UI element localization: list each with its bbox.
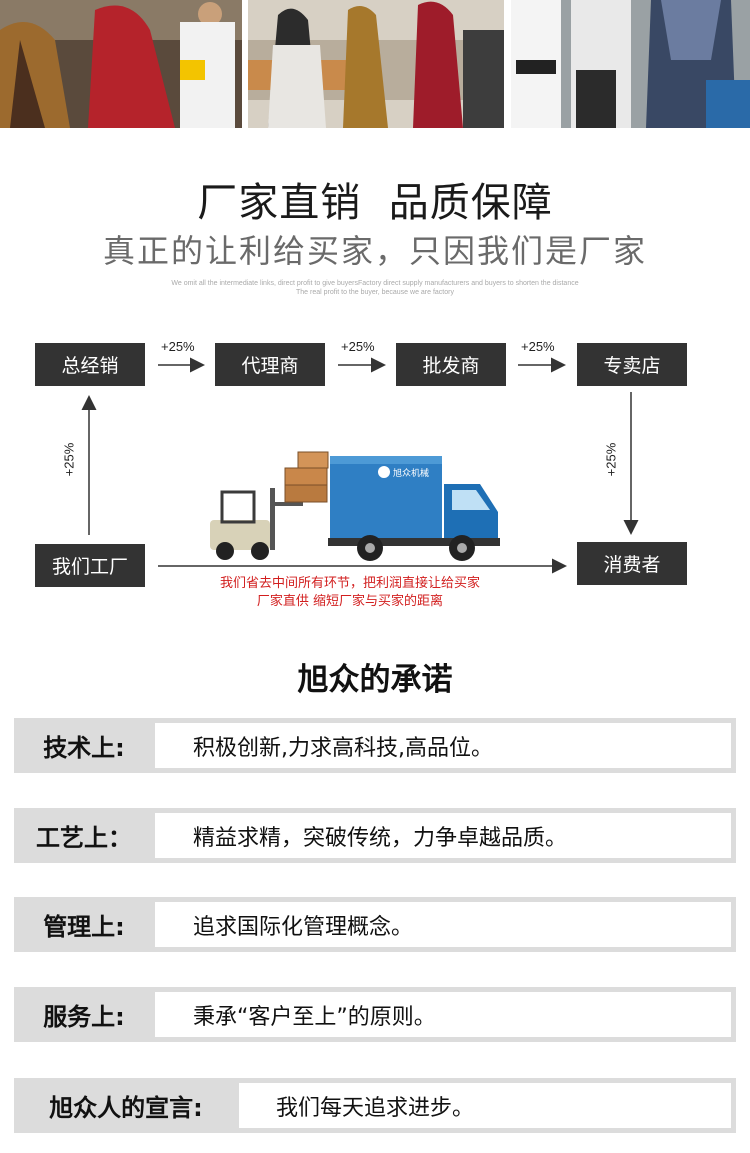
direct-supply-note-2: 厂家直供 缩短厂家与买家的距离 (256, 594, 444, 609)
promise-row-technology: 技术上: 积极创新,力求高科技,高品位。 (14, 718, 736, 773)
page-title: 厂家直销 品质保障 (197, 180, 553, 226)
node-consumer: 消费者 (577, 542, 687, 585)
promise-title: 旭众的承诺 (297, 662, 453, 698)
page-subtitle: 真正的让利给买家，只因我们是厂家 (102, 232, 647, 270)
direct-supply-note: 我们省去中间所有环节，把利润直接让给买家 (219, 576, 480, 591)
markup-label: +25% (521, 339, 555, 354)
promise-row-service: 服务上: 秉承“客户至上”的原则。 (14, 987, 736, 1042)
node-agent: 代理商 (215, 343, 325, 386)
promise-label: 旭众人的宣言: (49, 1094, 203, 1122)
node-general-distributor: 总经销 (35, 343, 145, 386)
markup-label: +25% (603, 442, 619, 477)
markup-label: +25% (61, 442, 77, 477)
promise-row-craft: 工艺上： 精益求精，突破传统，力争卓越品质。 (14, 808, 736, 863)
promise-text: 追求国际化管理概念。 (155, 902, 731, 947)
promise-text: 积极创新,力求高科技,高品位。 (155, 723, 731, 768)
promise-row-management: 管理上: 追求国际化管理概念。 (14, 897, 736, 952)
node-factory: 我们工厂 (35, 544, 145, 587)
promise-text: 我们每天追求进步。 (239, 1083, 731, 1128)
promise-label: 工艺上： (36, 824, 132, 852)
markup-label: +25% (161, 339, 195, 354)
promise-label: 服务上: (43, 1003, 125, 1031)
english-fine-print: We omit all the intermediate links, dire… (171, 280, 579, 287)
markup-label: +25% (341, 339, 375, 354)
promise-label: 技术上: (43, 734, 125, 762)
node-wholesaler: 批发商 (396, 343, 506, 386)
promise-text: 秉承“客户至上”的原则。 (155, 992, 731, 1037)
trade-show-photo-1 (0, 0, 242, 128)
trade-show-photo-2 (248, 0, 504, 128)
delivery-truck-illustration: 旭众机械 (210, 451, 500, 561)
promise-text: 精益求精，突破传统，力争卓越品质。 (155, 813, 731, 858)
promise-row-declaration: 旭众人的宣言: 我们每天追求进步。 (14, 1078, 736, 1133)
truck-logo: 旭众机械 (393, 467, 429, 478)
photo-strip (0, 0, 750, 128)
english-fine-print-2: The real profit to the buyer, because we… (296, 289, 454, 296)
promise-label: 管理上: (43, 913, 125, 941)
trade-show-photo-3 (511, 0, 750, 128)
node-store: 专卖店 (577, 343, 687, 386)
